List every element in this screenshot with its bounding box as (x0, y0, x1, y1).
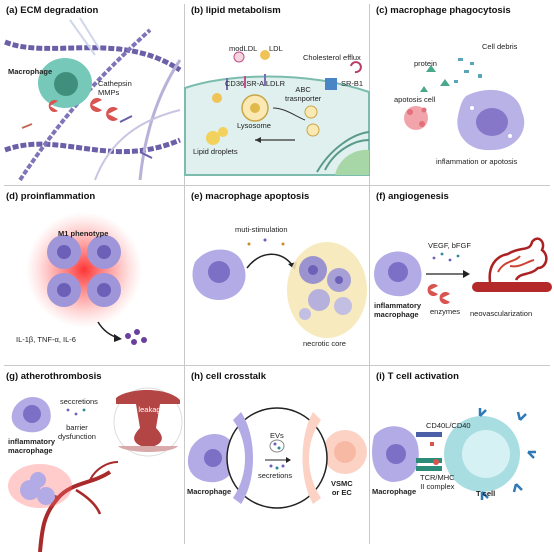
panel-atherothrombosis: (g) atherothrombosis seccretions (0, 366, 184, 552)
panel-lipid-metabolism: (b) lipid metabolism (184, 0, 370, 185)
srb1-label: SR-B1 (341, 79, 364, 88)
macrophage-label: inflammatory macrophage (8, 437, 56, 455)
secretions-label: secretions (258, 471, 293, 480)
panel-title: (e) macrophage apoptosis (191, 191, 310, 202)
evs-label: EVs (270, 431, 284, 440)
angiogenesis-illustration (374, 237, 552, 304)
divider (4, 185, 550, 186)
lipid-illustration (184, 50, 370, 176)
panel-title: (b) lipid metabolism (191, 5, 281, 16)
tcr-label: TCR/MHC II complex (420, 473, 455, 491)
panel-proinflammation: (d) proinflammation (0, 186, 184, 365)
macrophage-label: Macrophage (187, 487, 232, 496)
panel-title: (c) macrophage phagocytosis (376, 5, 511, 16)
cytokines-label: IL-1β, TNF-α, IL-6 (16, 335, 76, 344)
cholesterol-efflux-label: Cholesterol efflux (303, 53, 361, 62)
divider (4, 365, 550, 366)
cell-debris-label: Cell debris (482, 42, 518, 51)
panel-title: (g) atherothrombosis (6, 371, 102, 382)
panel-title: (f) angiogenesis (376, 191, 449, 202)
enzymes-label: enzymes (430, 307, 461, 316)
phagocytosis-illustration (404, 58, 525, 151)
panel-angiogenesis: (f) angiogenesis VEGF, bFGF inflammatory… (370, 186, 554, 365)
lipid-droplets-label: Lipid droplets (193, 147, 238, 156)
panel-title: (a) ECM degradation (6, 5, 99, 16)
stimulation-label: muti-stimulation (235, 225, 288, 234)
cd40-label: CD40L/CD40 (426, 421, 471, 430)
necrotic-core-label: necrotic core (303, 339, 346, 348)
macrophage-label: Macrophage (8, 67, 53, 76)
protein-label: protein (414, 59, 437, 68)
apoptosis-cell-label: apotosis cell (394, 95, 436, 104)
panel-phagocytosis: (c) macrophage phagocytosis Cell debris … (370, 0, 554, 185)
ecm-illustration (4, 17, 182, 182)
receptors-label: CD36 SR-A LDLR (225, 79, 286, 88)
macrophage-label: Macrophage (372, 487, 417, 496)
divider (184, 4, 185, 544)
phenotype-label: M1 phenotype (58, 229, 109, 238)
secretions-label: seccretions (60, 397, 98, 406)
proinflammation-illustration (26, 212, 147, 345)
panel-ecm-degradation: (a) ECM degradation Macrophage Cathepsin… (0, 0, 184, 185)
blood-leakage-label: blood leakage (118, 405, 165, 414)
atherothrombosis-illustration (8, 387, 183, 552)
modldl-label: modLDL (229, 44, 258, 53)
macrophage-label: inflammatory macrophage (374, 301, 422, 319)
abc-label: ABC trasnporter (285, 85, 322, 103)
panel-tcell-activation: (i) T cell activation CD40L/CD40 TCR/MHC… (370, 366, 554, 552)
neovascularization-label: neovascularization (470, 309, 533, 318)
panel-apoptosis: (e) macrophage apoptosis muti-stimulatio… (185, 186, 369, 365)
apoptosis-illustration (192, 238, 367, 338)
panel-cell-crosstalk: (h) cell crosstalk EVs secretions Macrop… (185, 366, 369, 552)
factors-label: VEGF, bFGF (428, 241, 471, 250)
ldl-label: LDL (269, 44, 283, 53)
enzymes-label: Cathepsin MMPs (98, 79, 132, 97)
panel-title: (i) T cell activation (376, 371, 459, 382)
crosstalk-illustration (187, 407, 367, 509)
divider (369, 4, 370, 544)
panel-title: (d) proinflammation (6, 191, 96, 202)
target-cell-label: VSMC or EC (331, 479, 353, 497)
lysosome-label: Lysosome (237, 121, 271, 130)
barrier-label: barrier dysfunction (58, 423, 96, 441)
tcell-label: T cell (476, 489, 496, 498)
panel-title: (h) cell crosstalk (191, 371, 266, 382)
outcome-label: inflammation or apotosis (436, 157, 518, 166)
tcell-illustration (372, 408, 536, 500)
